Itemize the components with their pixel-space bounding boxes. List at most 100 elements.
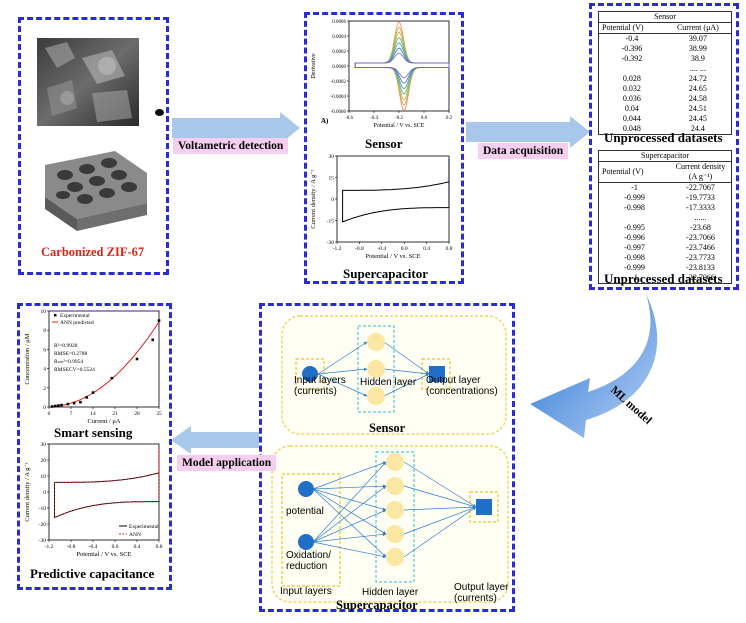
table-cell: -23.68	[690, 223, 711, 232]
table-cell: 0.044	[622, 114, 641, 123]
sc-input1-label: potential	[286, 506, 324, 517]
table-row: -0.999-23.8133	[599, 263, 731, 273]
table-cell: 24.4	[690, 124, 705, 133]
arrow-ml-model	[530, 294, 658, 438]
x-tick-label: 14	[90, 411, 96, 417]
legend-experimental: Experimental	[129, 524, 159, 530]
x-tick-label: 0.0	[421, 116, 428, 121]
experimental-point	[135, 357, 139, 361]
sensor-panel-title: Sensor	[365, 136, 403, 151]
output-node	[476, 499, 492, 515]
network-connection	[383, 341, 430, 375]
x-tick-label: 0.4	[423, 246, 430, 252]
x-tick-label: 21	[112, 411, 118, 417]
table-cell: -22.7066	[686, 273, 715, 282]
network-connection	[312, 461, 387, 490]
experimental-point	[53, 404, 57, 408]
table-cell: .... ...	[689, 64, 706, 73]
table-row: -0.998-23.7733	[599, 253, 731, 263]
table-row: -1-22.7067	[599, 183, 731, 194]
legend-ann: ANN	[129, 532, 141, 538]
hidden-node	[386, 477, 404, 495]
y-tick-label: 30	[41, 442, 47, 448]
plot-frame	[336, 155, 450, 243]
y-tick-label: -30	[39, 538, 47, 544]
sensor-hidden-label: Hidden layer	[360, 377, 417, 388]
table-row: -0.997-23.7466	[599, 243, 731, 253]
sc-input2-label: Oxidation/ reduction	[286, 550, 332, 572]
table-cell: -1	[631, 273, 638, 282]
x-tick-label: 0.4	[134, 544, 141, 550]
x-tick-label: 0.2	[446, 116, 453, 121]
x-tick-label: -1.2	[45, 544, 54, 550]
table-cell: -0.998	[624, 253, 645, 262]
y-tick-label: 10	[41, 474, 47, 480]
voltammogram-series	[354, 47, 450, 84]
network-connection	[312, 541, 387, 559]
table-cell: -17.3333	[686, 203, 715, 212]
y-tick-label: 6	[43, 347, 46, 353]
network-connection	[403, 506, 477, 535]
acquisition-label: Data acquisition	[478, 143, 569, 159]
y-tick-label: -10	[39, 506, 47, 512]
y-tick-label: -15	[327, 219, 335, 225]
supercap-table-box: Supercapacitor Potential (V) Current den…	[598, 150, 732, 284]
sensor-table-title: Sensor	[599, 12, 731, 23]
y-tick-label: 0.0006	[332, 20, 346, 25]
hidden-node	[386, 525, 404, 543]
experimental-point	[72, 401, 76, 405]
hidden-node	[367, 360, 385, 378]
table-cell	[599, 213, 670, 223]
input-layer-box	[295, 358, 325, 390]
hidden-node	[386, 548, 404, 566]
experimental-point	[157, 319, 161, 322]
experimental-point	[110, 376, 114, 380]
input-node	[298, 481, 314, 497]
network-connection	[312, 461, 387, 543]
table-cell: 24.72	[688, 74, 707, 83]
x-tick-label: 0	[48, 411, 51, 417]
table-cell: 0.032	[622, 84, 641, 93]
voltametric-label: Voltametric detection	[173, 138, 289, 154]
network-connection	[312, 488, 387, 558]
x-tick-label: 0.0	[401, 246, 408, 252]
predictive-title: Predictive capacitance	[30, 566, 155, 581]
table-cell: ......	[694, 213, 707, 222]
legend-ann: ANN predicted	[60, 320, 94, 326]
network-connection	[403, 505, 477, 511]
y-tick-label: 0	[43, 405, 46, 411]
x-tick-label: -0.4	[370, 116, 378, 121]
hidden-node	[386, 501, 404, 519]
network-connection	[312, 488, 387, 535]
table-cell: 24.45	[688, 114, 707, 123]
table-cell	[599, 64, 665, 74]
table-row: .... ...	[599, 64, 731, 74]
y-tick-label: 0	[331, 197, 334, 203]
experimental-point	[50, 405, 54, 408]
table-cell: -0.995	[624, 223, 645, 232]
table-row: -1 -22.7066	[599, 273, 731, 283]
x-tick-label: -0.2	[395, 116, 403, 121]
x-tick-label: 28	[134, 411, 140, 417]
table-cell: 0.036	[622, 94, 641, 103]
plot-frame	[48, 310, 160, 408]
network-connection	[317, 367, 368, 375]
supercap-col-current: Current density (A g⁻¹)	[675, 162, 726, 181]
x-tick-label: 0.8	[156, 544, 163, 550]
x-tick-label: -0.8	[355, 246, 364, 252]
network-connection	[312, 532, 387, 543]
honeycomb-image	[45, 151, 147, 231]
table-row: -0.998-17.3333	[599, 203, 731, 213]
y-axis-label: Current density / A g⁻¹	[24, 462, 31, 522]
arrow-voltametric	[172, 112, 300, 144]
sc-output-label: Output layer (currents)	[454, 582, 509, 604]
y-axis-label: Concentration / μM	[24, 333, 31, 384]
y-tick-label: -20	[39, 522, 47, 528]
table-cell: 24.51	[688, 104, 707, 113]
table-row: 0.044 24.45	[599, 114, 731, 124]
experimental-point	[57, 404, 60, 407]
